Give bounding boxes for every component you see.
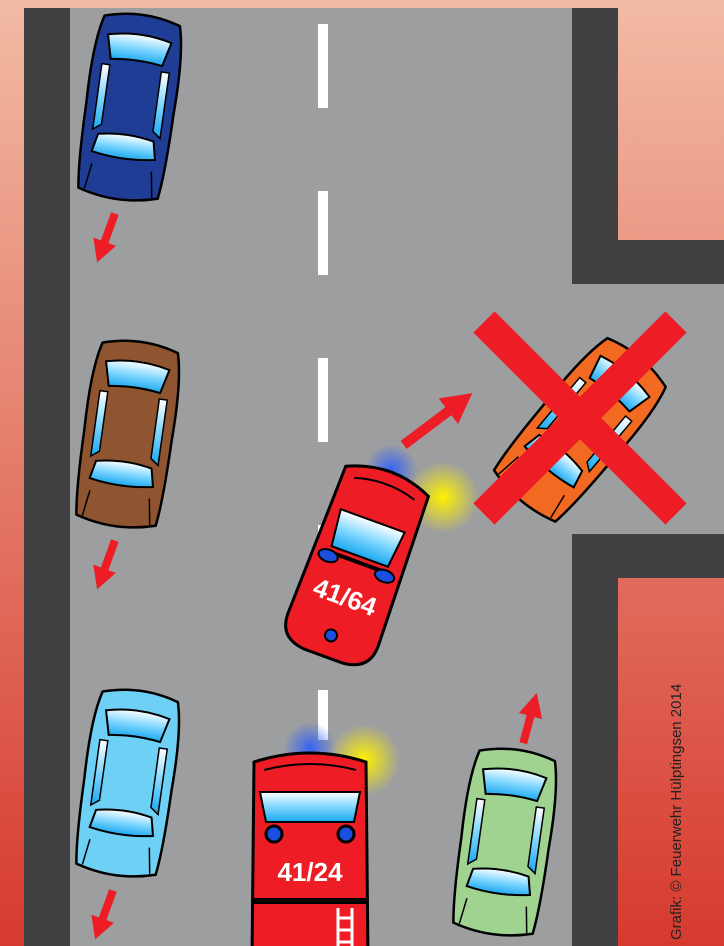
copyright-credit: Grafik: © Feuerwehr Hülptingsen 2014: [668, 620, 685, 940]
side-road-curb-top: [572, 240, 724, 284]
right-sidewalk-lower: [572, 534, 618, 946]
unit-label-41-24: 41/24: [277, 857, 343, 887]
left-sidewalk: [24, 8, 70, 946]
